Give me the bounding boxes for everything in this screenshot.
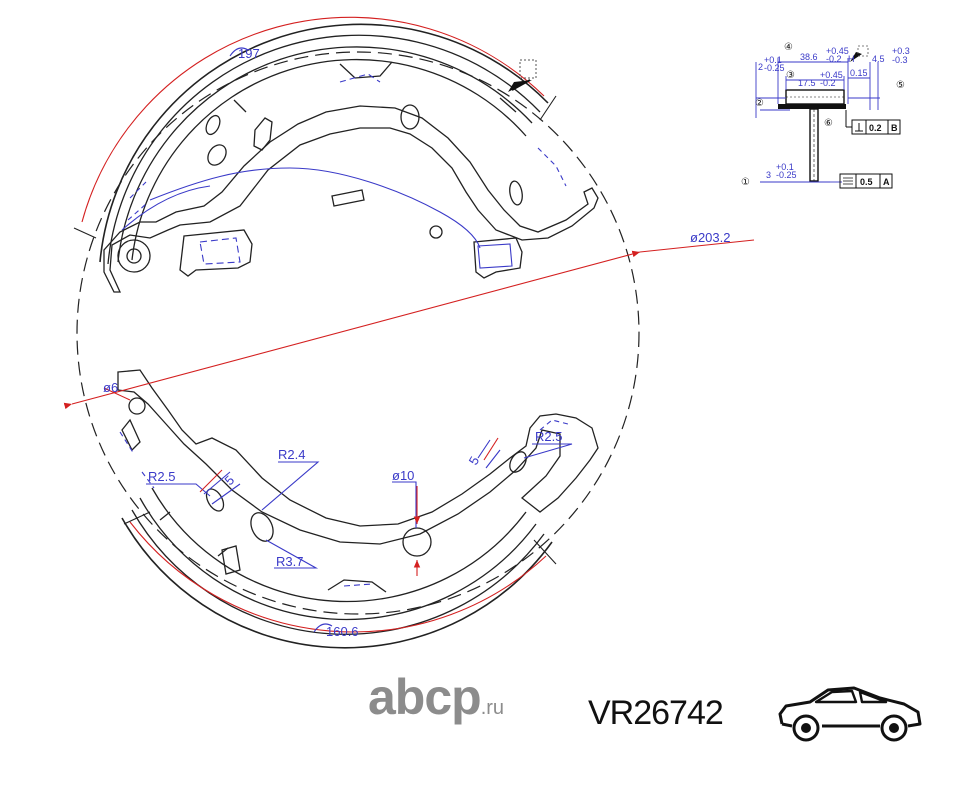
dim-17-5-tol-up: +0.45 (820, 70, 843, 80)
dim-4-5-tol-dn: -0.3 (892, 55, 908, 65)
five-left-label: 5 (222, 472, 238, 488)
car-icon (778, 686, 922, 742)
dim-4-5-tol-up: +0.3 (892, 46, 910, 56)
r24-label: R2.4 (278, 447, 305, 462)
marker-1: ① (741, 177, 750, 188)
abcp-logo: abcp.ru (368, 668, 504, 726)
marker-4: ④ (784, 42, 793, 53)
dim-38-6: 38.6 (800, 52, 818, 62)
dim-2-tol-up: +0.1 (764, 55, 782, 65)
arc-lower-label: 160.6 (326, 624, 359, 639)
section-detail (755, 45, 901, 189)
dim-0-15: 0.15 (850, 68, 868, 78)
diameter-label: ø203.2 (690, 230, 730, 245)
logo-text: abcp (368, 669, 482, 725)
r25-left-label: R2.5 (148, 469, 175, 484)
lower-brake-shoe (117, 369, 599, 649)
dim-17-5-tol-dn: -0.2 (820, 78, 836, 88)
arc-symbol-upper (229, 47, 249, 57)
lower-construction-lines (119, 419, 573, 587)
dim-2-tol-dn: -0.25 (764, 63, 785, 73)
dim-38-6-tol-up: +0.45 (826, 46, 849, 56)
marker-6: ⑥ (824, 118, 833, 129)
logo-suffix: .ru (480, 697, 505, 719)
arc-upper-label: 197 (238, 46, 260, 61)
perp-ref: B (891, 123, 898, 133)
upper-brake-shoe (99, 23, 599, 293)
flat-value: 0.5 (860, 177, 873, 187)
part-number: VR26742 (588, 694, 724, 732)
dim-17-5: 17.5 (798, 78, 816, 88)
r25-right-label: R2.5 (535, 429, 562, 444)
dim-3-tol-up: +0.1 (776, 162, 794, 172)
arc-symbol-lower (313, 623, 333, 633)
marker-3: ③ (786, 70, 795, 81)
dim-3: 3 (766, 170, 771, 180)
dim-38-6-tol-dn: -0.2 (826, 54, 842, 64)
marker-2: ② (755, 98, 764, 109)
marker-5: ⑤ (896, 80, 905, 91)
flat-ref: A (883, 177, 890, 187)
dim-2: 2 (758, 62, 763, 72)
hole-d6-label: ø6 (103, 380, 118, 395)
dim-3-tol-dn: -0.25 (776, 170, 797, 180)
upper-construction-lines (121, 73, 567, 269)
dim-h: H (848, 54, 855, 64)
dim-4-5: 4.5 (872, 54, 885, 64)
view-marker (508, 59, 537, 92)
dimension-lines (63, 16, 755, 633)
hole-d10-label: ø10 (392, 468, 414, 483)
r37-label: R3.7 (276, 554, 303, 569)
perp-value: 0.2 (869, 123, 882, 133)
